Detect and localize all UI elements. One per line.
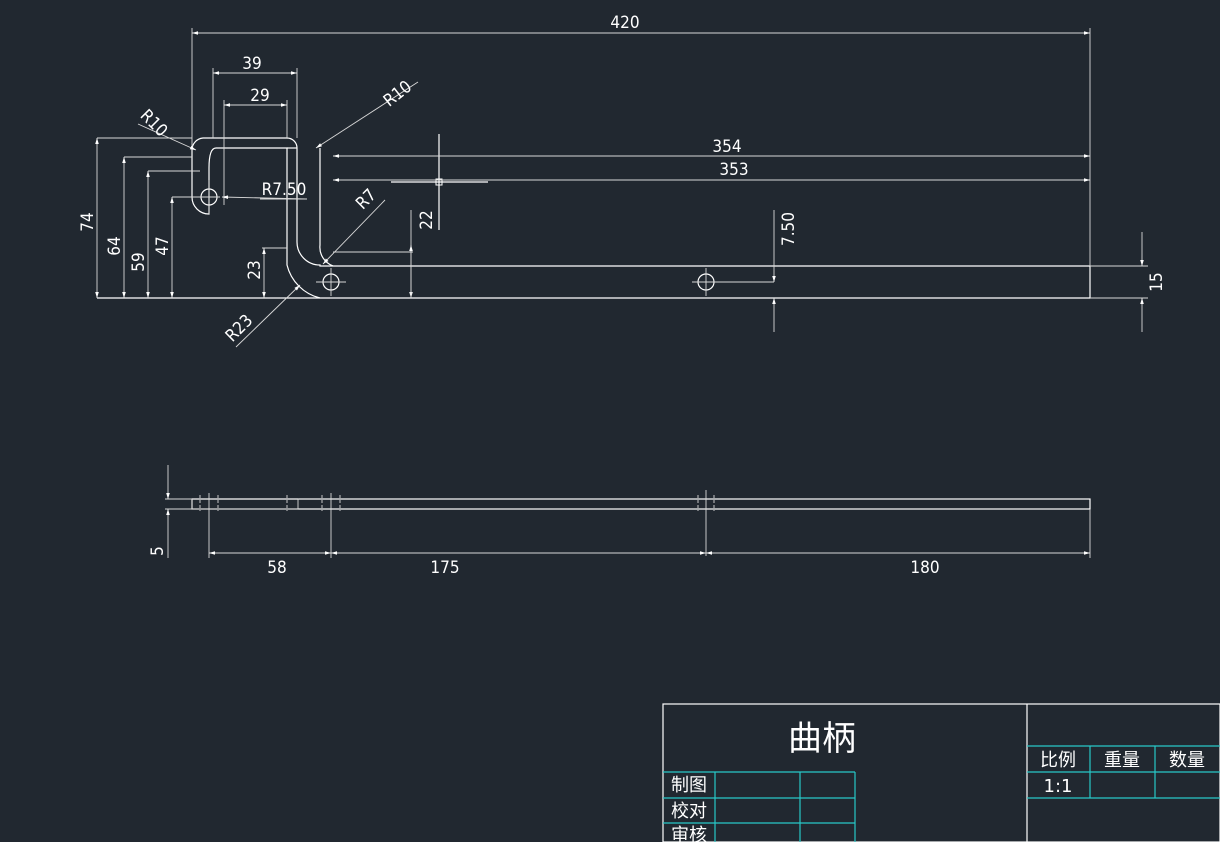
left-hole <box>198 180 220 214</box>
front-dimensions: 420 39 29 R10 R10 354 353 R7.50 R7 R23 <box>78 13 1167 348</box>
top-view-outline <box>191 498 1091 510</box>
header-scale: 比例 <box>1040 750 1076 771</box>
dim-175: 175 <box>430 558 459 578</box>
dim-5: 5 <box>148 546 168 556</box>
row-reviewed: 审核 <box>671 825 707 842</box>
title-block: 曲柄 比例 重量 数量 1:1 制图 校对 审核 <box>662 703 1220 842</box>
scale-value: 1:1 <box>1044 776 1073 797</box>
dim-59: 59 <box>129 252 149 271</box>
cad-crosshair <box>391 134 488 230</box>
dim-180: 180 <box>910 558 939 578</box>
dim-22: 22 <box>417 210 437 229</box>
dim-r10-right: R10 <box>380 77 416 111</box>
dim-74: 74 <box>78 212 98 231</box>
header-weight: 重量 <box>1104 750 1140 771</box>
part-name: 曲柄 <box>788 719 856 759</box>
dim-354: 354 <box>712 137 741 157</box>
dim-15: 15 <box>1147 272 1167 291</box>
dim-39: 39 <box>242 54 261 74</box>
dim-64: 64 <box>105 236 125 255</box>
row-checked: 校对 <box>671 801 707 822</box>
front-view <box>97 134 1091 299</box>
dim-r7-50: R7.50 <box>262 180 307 200</box>
dim-23: 23 <box>245 260 265 279</box>
bend-hole <box>316 268 346 296</box>
dim-29: 29 <box>250 86 269 106</box>
top-view: 5 58 175 180 <box>148 465 1091 578</box>
dim-353: 353 <box>719 160 748 180</box>
row-drawn: 制图 <box>671 775 707 796</box>
dim-7-50: 7.50 <box>779 212 799 246</box>
bar-hole <box>692 268 774 296</box>
dim-r10-left: R10 <box>136 106 171 141</box>
dim-47: 47 <box>153 236 173 255</box>
dim-58: 58 <box>267 558 286 578</box>
dim-420: 420 <box>610 13 639 33</box>
header-quantity: 数量 <box>1169 750 1205 771</box>
crank-outline <box>191 137 1091 299</box>
dim-r23: R23 <box>222 311 257 346</box>
